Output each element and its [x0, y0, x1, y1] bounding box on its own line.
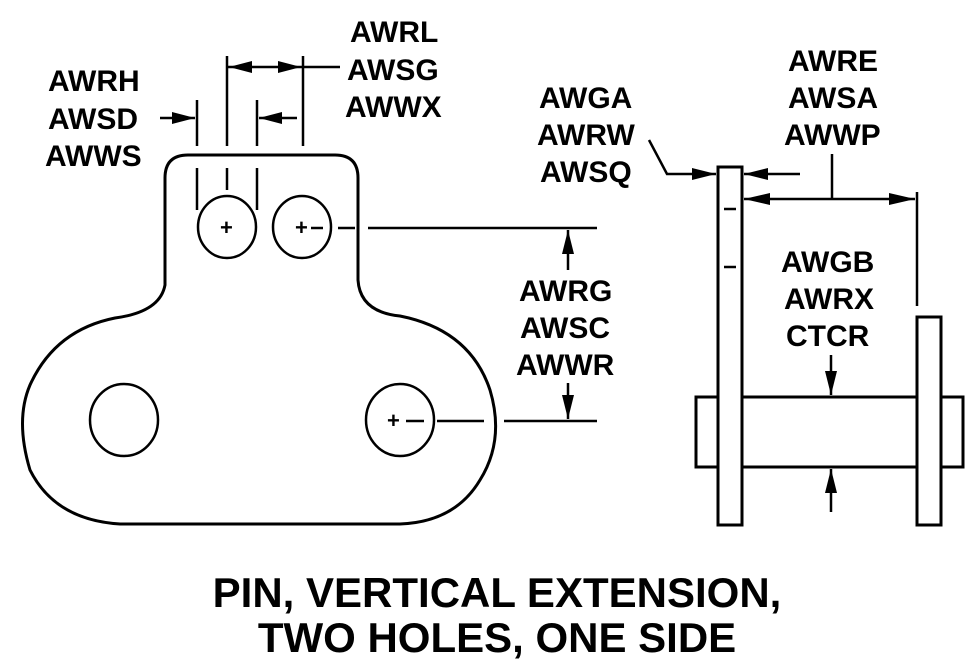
- arrowhead-plate-thickness-right: [744, 168, 768, 180]
- center-mark-extension-left: +: [220, 215, 233, 240]
- pin-body: [694, 395, 965, 469]
- callout-hole-center-distance: AWRG AWSC AWWR: [516, 275, 615, 382]
- callout-line: AWWX: [345, 91, 442, 124]
- callout-line: AWWP: [784, 119, 881, 152]
- leader-plate-thickness: [647, 139, 716, 176]
- callout-line: AWSA: [788, 82, 878, 115]
- callout-line: CTCR: [786, 320, 870, 353]
- arrowhead-pin-bottom: [825, 469, 837, 493]
- arrowhead-inside-width-right: [889, 193, 915, 205]
- diagram-title-line-1: PIN, VERTICAL EXTENSION,: [213, 569, 782, 616]
- callout-inside-width: AWRE AWSA AWWP: [784, 45, 881, 152]
- callout-line: AWRH: [48, 65, 140, 98]
- callout-line: AWRG: [519, 275, 612, 308]
- callout-edge-to-hole: AWRH AWSD AWWS: [45, 65, 142, 173]
- arrowhead-hole-edge-right: [259, 112, 282, 124]
- callout-line: AWGB: [781, 246, 874, 279]
- main-hole-right: [364, 382, 436, 458]
- arrowhead-right: [278, 61, 301, 73]
- arrowhead-center-distance-bottom: [562, 395, 574, 419]
- callout-line: AWSD: [48, 103, 138, 136]
- side-plate-left: [716, 165, 744, 527]
- extension-hole-left: [196, 194, 258, 260]
- arrowhead-inside-width-left: [744, 193, 770, 205]
- arrowhead-pin-top: [825, 371, 837, 395]
- callout-line: AWRW: [537, 119, 635, 152]
- link-plate-outline: [21, 153, 498, 526]
- main-hole-left: [88, 382, 160, 458]
- arrowhead-plate-thickness-left: [692, 168, 716, 180]
- callout-plate-thickness: AWGA AWRW AWSQ: [537, 82, 635, 189]
- diagram-title-line-2: TWO HOLES, ONE SIDE: [258, 614, 736, 661]
- callout-line: AWWR: [516, 349, 615, 382]
- callout-line: AWSQ: [540, 156, 632, 189]
- arrowhead-edge-to-hole: [172, 112, 195, 124]
- callout-line: AWSC: [520, 312, 610, 345]
- callout-line: AWRX: [784, 283, 874, 316]
- callout-line: AWRL: [350, 16, 438, 49]
- arrowhead-left: [229, 61, 252, 73]
- arrowhead-center-distance-top: [562, 230, 574, 254]
- center-mark-extension-right: +: [295, 215, 308, 240]
- side-plate-right: [915, 315, 943, 527]
- callout-line: AWRE: [788, 45, 878, 78]
- callout-line: AWSG: [347, 54, 439, 87]
- callout-line: AWWS: [45, 140, 142, 173]
- center-mark-main-right: +: [387, 408, 400, 433]
- extension-hole-right: [271, 194, 333, 260]
- callout-hole-diameter: AWRL AWSG AWWX: [345, 16, 442, 124]
- callout-line: AWGA: [539, 82, 632, 115]
- callout-pin-diameter: AWGB AWRX CTCR: [781, 246, 874, 353]
